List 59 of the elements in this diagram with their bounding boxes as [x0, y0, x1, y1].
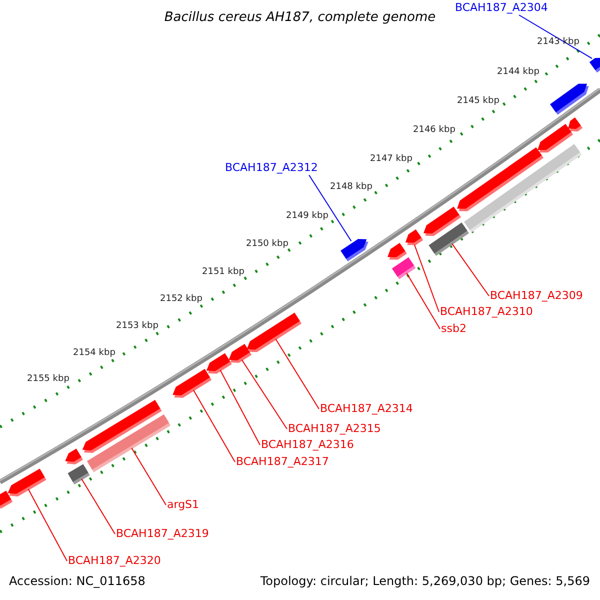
- leader-line: [193, 390, 236, 462]
- tick-label: 2154 kbp: [73, 349, 116, 358]
- gene-label: BCAH187_A2309: [490, 290, 583, 301]
- gene-label: BCAH187_A2312: [225, 162, 318, 173]
- gene-feature: [228, 344, 252, 363]
- leader-line: [81, 478, 116, 534]
- gene-label: argS1: [167, 499, 200, 510]
- tick-label: 2143 kbp: [537, 38, 580, 47]
- gene-feature: [405, 229, 424, 246]
- tick-label: 2146 kbp: [413, 126, 456, 135]
- tick-label: 2153 kbp: [116, 322, 158, 331]
- tick-label: 2149 kbp: [286, 212, 328, 221]
- gene-label: BCAH187_A2319: [116, 528, 209, 539]
- gene-feature: [589, 58, 600, 73]
- gene-feature: [550, 84, 589, 115]
- tick-label: 2144 kbp: [497, 68, 540, 77]
- gene-label: BCAH187_A2310: [440, 306, 533, 317]
- gene-label: BCAH187_A2320: [68, 555, 161, 566]
- gene-feature: [206, 353, 232, 374]
- leader-line: [220, 370, 260, 446]
- footer-text: Topology: circular; Length: 5,269,030 bp; Genes: 5,569: [260, 575, 590, 587]
- gene-feature: [8, 468, 46, 496]
- tick-label: 2151 kbp: [202, 268, 244, 277]
- gene-feature: [172, 368, 212, 398]
- gene-label: BCAH187_A2315: [288, 423, 381, 434]
- tick-label: 2147 kbp: [370, 155, 412, 164]
- footer-text: Accession: NC_011658: [9, 575, 146, 587]
- gene-block: [86, 414, 171, 472]
- tick-label: 2145 kbp: [457, 97, 500, 106]
- gene-feature: [246, 312, 302, 352]
- map-title: Bacillus cereus AH187, complete genome: [164, 10, 436, 25]
- gene-feature: [388, 242, 407, 260]
- leader-line: [406, 272, 440, 330]
- leader-line: [131, 448, 166, 506]
- gene-block: [68, 464, 90, 484]
- leader-line: [241, 359, 288, 430]
- gene-block: [428, 222, 470, 256]
- leader-line: [414, 244, 440, 312]
- gene-label: BCAH187_A2316: [261, 439, 354, 450]
- leader-line: [275, 338, 320, 410]
- leader-line: [28, 488, 68, 562]
- tick-label: 2155 kbp: [27, 375, 70, 384]
- gene-label: BCAH187_A2317: [236, 456, 329, 467]
- leader-line: [308, 174, 352, 242]
- leader-line: [452, 243, 490, 296]
- leader-line: [518, 14, 592, 59]
- gene-label: BCAH187_A2314: [320, 403, 413, 414]
- gene-feature: [538, 124, 574, 152]
- tick-label: 2148 kbp: [330, 183, 372, 192]
- tick-label: 2152 kbp: [160, 295, 202, 304]
- gene-label: BCAH187_A2304: [455, 2, 548, 13]
- gene-feature: [0, 490, 13, 508]
- gene-feature: [65, 448, 83, 464]
- gene-feature: [568, 117, 583, 132]
- gene-feature: [340, 238, 368, 262]
- gene-block: [464, 144, 582, 232]
- tick-label: 2150 kbp: [246, 240, 288, 249]
- gene-label: ssb2: [441, 323, 466, 334]
- gene-block: [392, 257, 416, 280]
